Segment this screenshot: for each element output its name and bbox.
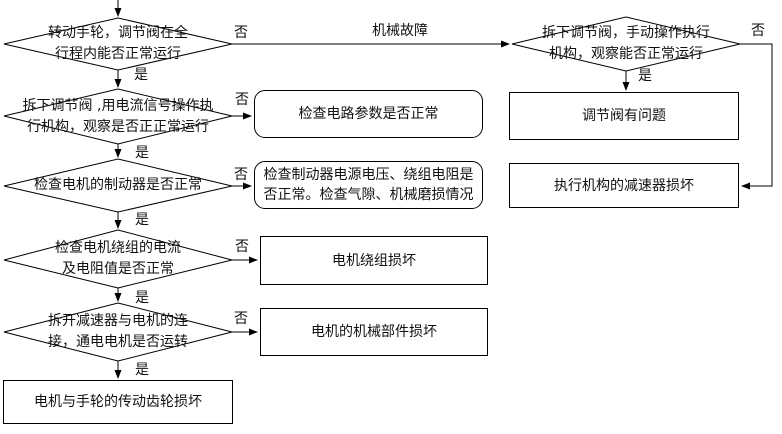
label-yes-d6: 是 — [135, 362, 149, 378]
decision-detach-reducer-shape — [3, 302, 233, 362]
result-gear-damaged: 电机与手轮的传动齿轮损坏 — [3, 380, 233, 424]
decision-manual-actuator-shape — [511, 16, 741, 72]
decision-motor-brake-shape — [3, 158, 233, 213]
label-yes-d2: 是 — [638, 68, 652, 84]
result-motor-mechanical-damaged: 电机的机械部件损坏 — [260, 308, 488, 356]
label-yes-d4: 是 — [135, 212, 149, 228]
result-winding-damaged: 电机绕组损坏 — [260, 236, 488, 285]
label-no-d3: 否 — [235, 92, 249, 108]
label-no-d2: 否 — [751, 23, 765, 39]
label-no-d1: 否 — [234, 25, 248, 41]
label-yes-d1: 是 — [134, 67, 148, 83]
result-check-circuit-params: 检查电路参数是否正常 — [254, 90, 483, 138]
label-mechanical-fault: 机械故障 — [372, 23, 428, 39]
result-check-brake: 检查制动器电源电压、绕组电阻是 否正常。检查气隙、机械磨损情况 — [254, 161, 483, 209]
decision-turn-handwheel-shape — [3, 17, 233, 71]
label-yes-d5: 是 — [135, 290, 149, 306]
label-no-d5: 否 — [235, 239, 249, 255]
connector-d2-no — [740, 43, 773, 190]
label-yes-d3: 是 — [135, 145, 149, 161]
decision-current-signal-shape — [3, 88, 233, 145]
label-no-d4: 否 — [234, 167, 248, 183]
result-reducer-damaged: 执行机构的减速器损坏 — [509, 163, 739, 208]
decision-winding-current-shape — [3, 229, 233, 289]
result-valve-problem: 调节阀有问题 — [509, 92, 739, 140]
label-no-d6: 否 — [234, 311, 248, 327]
